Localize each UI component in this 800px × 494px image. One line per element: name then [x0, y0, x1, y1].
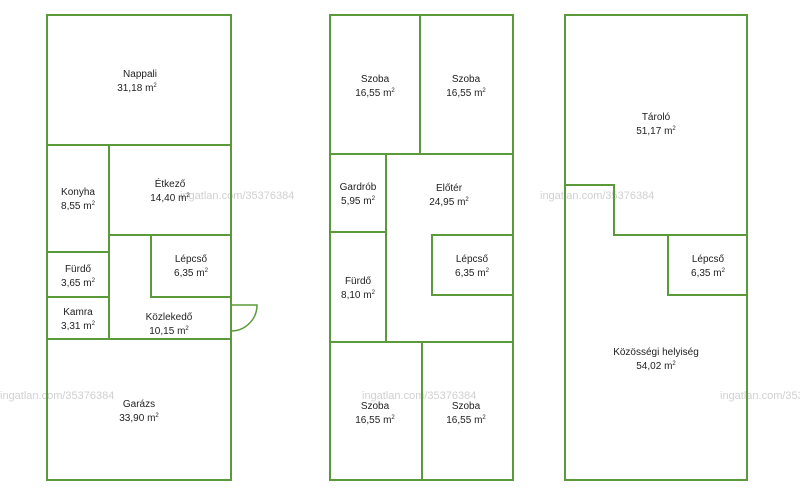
watermark: ingatlan.com/35376384: [540, 190, 654, 202]
svg-text:Étkező: Étkező: [155, 177, 186, 190]
room-label-lepcso-1: Lépcső 6,35 m2: [174, 254, 209, 279]
svg-text:Konyha: Konyha: [61, 187, 95, 198]
room-label-lepcso-2: Lépcső 6,35 m2: [455, 254, 490, 279]
svg-text:Közlekedő: Közlekedő: [146, 312, 193, 323]
room-label-tarolo: Tároló 51,17 m2: [636, 112, 676, 137]
svg-text:Tároló: Tároló: [642, 112, 671, 123]
room-label-konyha: Konyha 8,55 m2: [61, 187, 96, 212]
svg-text:Garázs: Garázs: [123, 399, 155, 410]
svg-text:31,18 m2: 31,18 m2: [117, 83, 157, 94]
floor-plan-2: [329, 14, 514, 481]
room-label-etkezo: Étkező 14,40 m2: [150, 177, 190, 204]
svg-text:Közösségi helyiség: Közösségi helyiség: [613, 347, 699, 358]
svg-text:24,95 m2: 24,95 m2: [429, 197, 469, 208]
svg-text:Fürdő: Fürdő: [65, 264, 92, 275]
svg-text:10,15 m2: 10,15 m2: [149, 326, 189, 337]
svg-text:6,35 m2: 6,35 m2: [691, 268, 726, 279]
svg-text:16,55 m2: 16,55 m2: [446, 415, 486, 426]
watermark: ingatlan.com/35376384: [180, 190, 294, 202]
svg-text:Előtér: Előtér: [436, 183, 463, 194]
floor-plan-1: [46, 14, 258, 481]
room-label-szoba-2: Szoba 16,55 m2: [446, 74, 486, 99]
room-label-gardrob: Gardrób 5,95 m2: [340, 182, 377, 207]
svg-text:Gardrób: Gardrób: [340, 182, 377, 193]
svg-text:16,55 m2: 16,55 m2: [355, 415, 395, 426]
svg-text:6,35 m2: 6,35 m2: [174, 268, 209, 279]
svg-text:8,10 m2: 8,10 m2: [341, 290, 376, 301]
svg-text:14,40 m2: 14,40 m2: [150, 193, 190, 204]
svg-text:33,90 m2: 33,90 m2: [119, 413, 159, 424]
watermark: ingatlan.com/35376384: [0, 390, 114, 402]
watermark: ingatlan.com/35376384: [720, 390, 800, 402]
room-label-furdo-1: Fürdő 3,65 m2: [61, 264, 96, 289]
watermarks: ingatlan.com/35376384 ingatlan.com/35376…: [0, 190, 800, 402]
svg-text:Kamra: Kamra: [63, 307, 93, 318]
svg-text:51,17 m2: 51,17 m2: [636, 126, 676, 137]
svg-text:6,35 m2: 6,35 m2: [455, 268, 490, 279]
svg-text:54,02 m2: 54,02 m2: [636, 361, 676, 372]
svg-text:16,55 m2: 16,55 m2: [446, 88, 486, 99]
outline: [564, 14, 748, 481]
svg-text:Lépcső: Lépcső: [456, 254, 489, 265]
svg-text:Lépcső: Lépcső: [175, 254, 208, 265]
svg-text:Szoba: Szoba: [452, 74, 481, 85]
watermark: ingatlan.com/35376384: [362, 390, 476, 402]
room-label-kozlekedo: Közlekedő 10,15 m2: [146, 312, 193, 337]
room-label-szoba-1: Szoba 16,55 m2: [355, 74, 395, 99]
room-label-eloter: Előtér 24,95 m2: [429, 183, 469, 208]
room-label-kozossegi-helyiseg: Közösségi helyiség 54,02 m2: [613, 347, 699, 372]
svg-text:5,95 m2: 5,95 m2: [341, 196, 376, 207]
door-swing: [230, 304, 258, 332]
room-label-furdo-2: Fürdő 8,10 m2: [341, 276, 376, 301]
svg-text:Szoba: Szoba: [361, 74, 390, 85]
room-label-garazs: Garázs 33,90 m2: [119, 399, 159, 424]
svg-text:Lépcső: Lépcső: [692, 254, 725, 265]
room-label-szoba-3: Szoba 16,55 m2: [355, 401, 395, 426]
room-label-nappali: Nappali 31,18 m2: [117, 69, 157, 94]
floor-plan-3: [564, 14, 748, 481]
room-labels: Nappali 31,18 m2 Konyha 8,55 m2 Étkező 1…: [61, 69, 726, 426]
room-label-szoba-4: Szoba 16,55 m2: [446, 401, 486, 426]
svg-text:3,65 m2: 3,65 m2: [61, 278, 96, 289]
svg-text:Szoba: Szoba: [452, 401, 481, 412]
room-label-lepcso-3: Lépcső 6,35 m2: [691, 254, 726, 279]
svg-text:3,31 m2: 3,31 m2: [61, 321, 96, 332]
room-label-kamra: Kamra 3,31 m2: [61, 307, 96, 332]
svg-text:16,55 m2: 16,55 m2: [355, 88, 395, 99]
svg-text:Szoba: Szoba: [361, 401, 390, 412]
svg-text:Fürdő: Fürdő: [345, 276, 372, 287]
svg-text:Nappali: Nappali: [123, 69, 157, 80]
svg-text:8,55 m2: 8,55 m2: [61, 201, 96, 212]
